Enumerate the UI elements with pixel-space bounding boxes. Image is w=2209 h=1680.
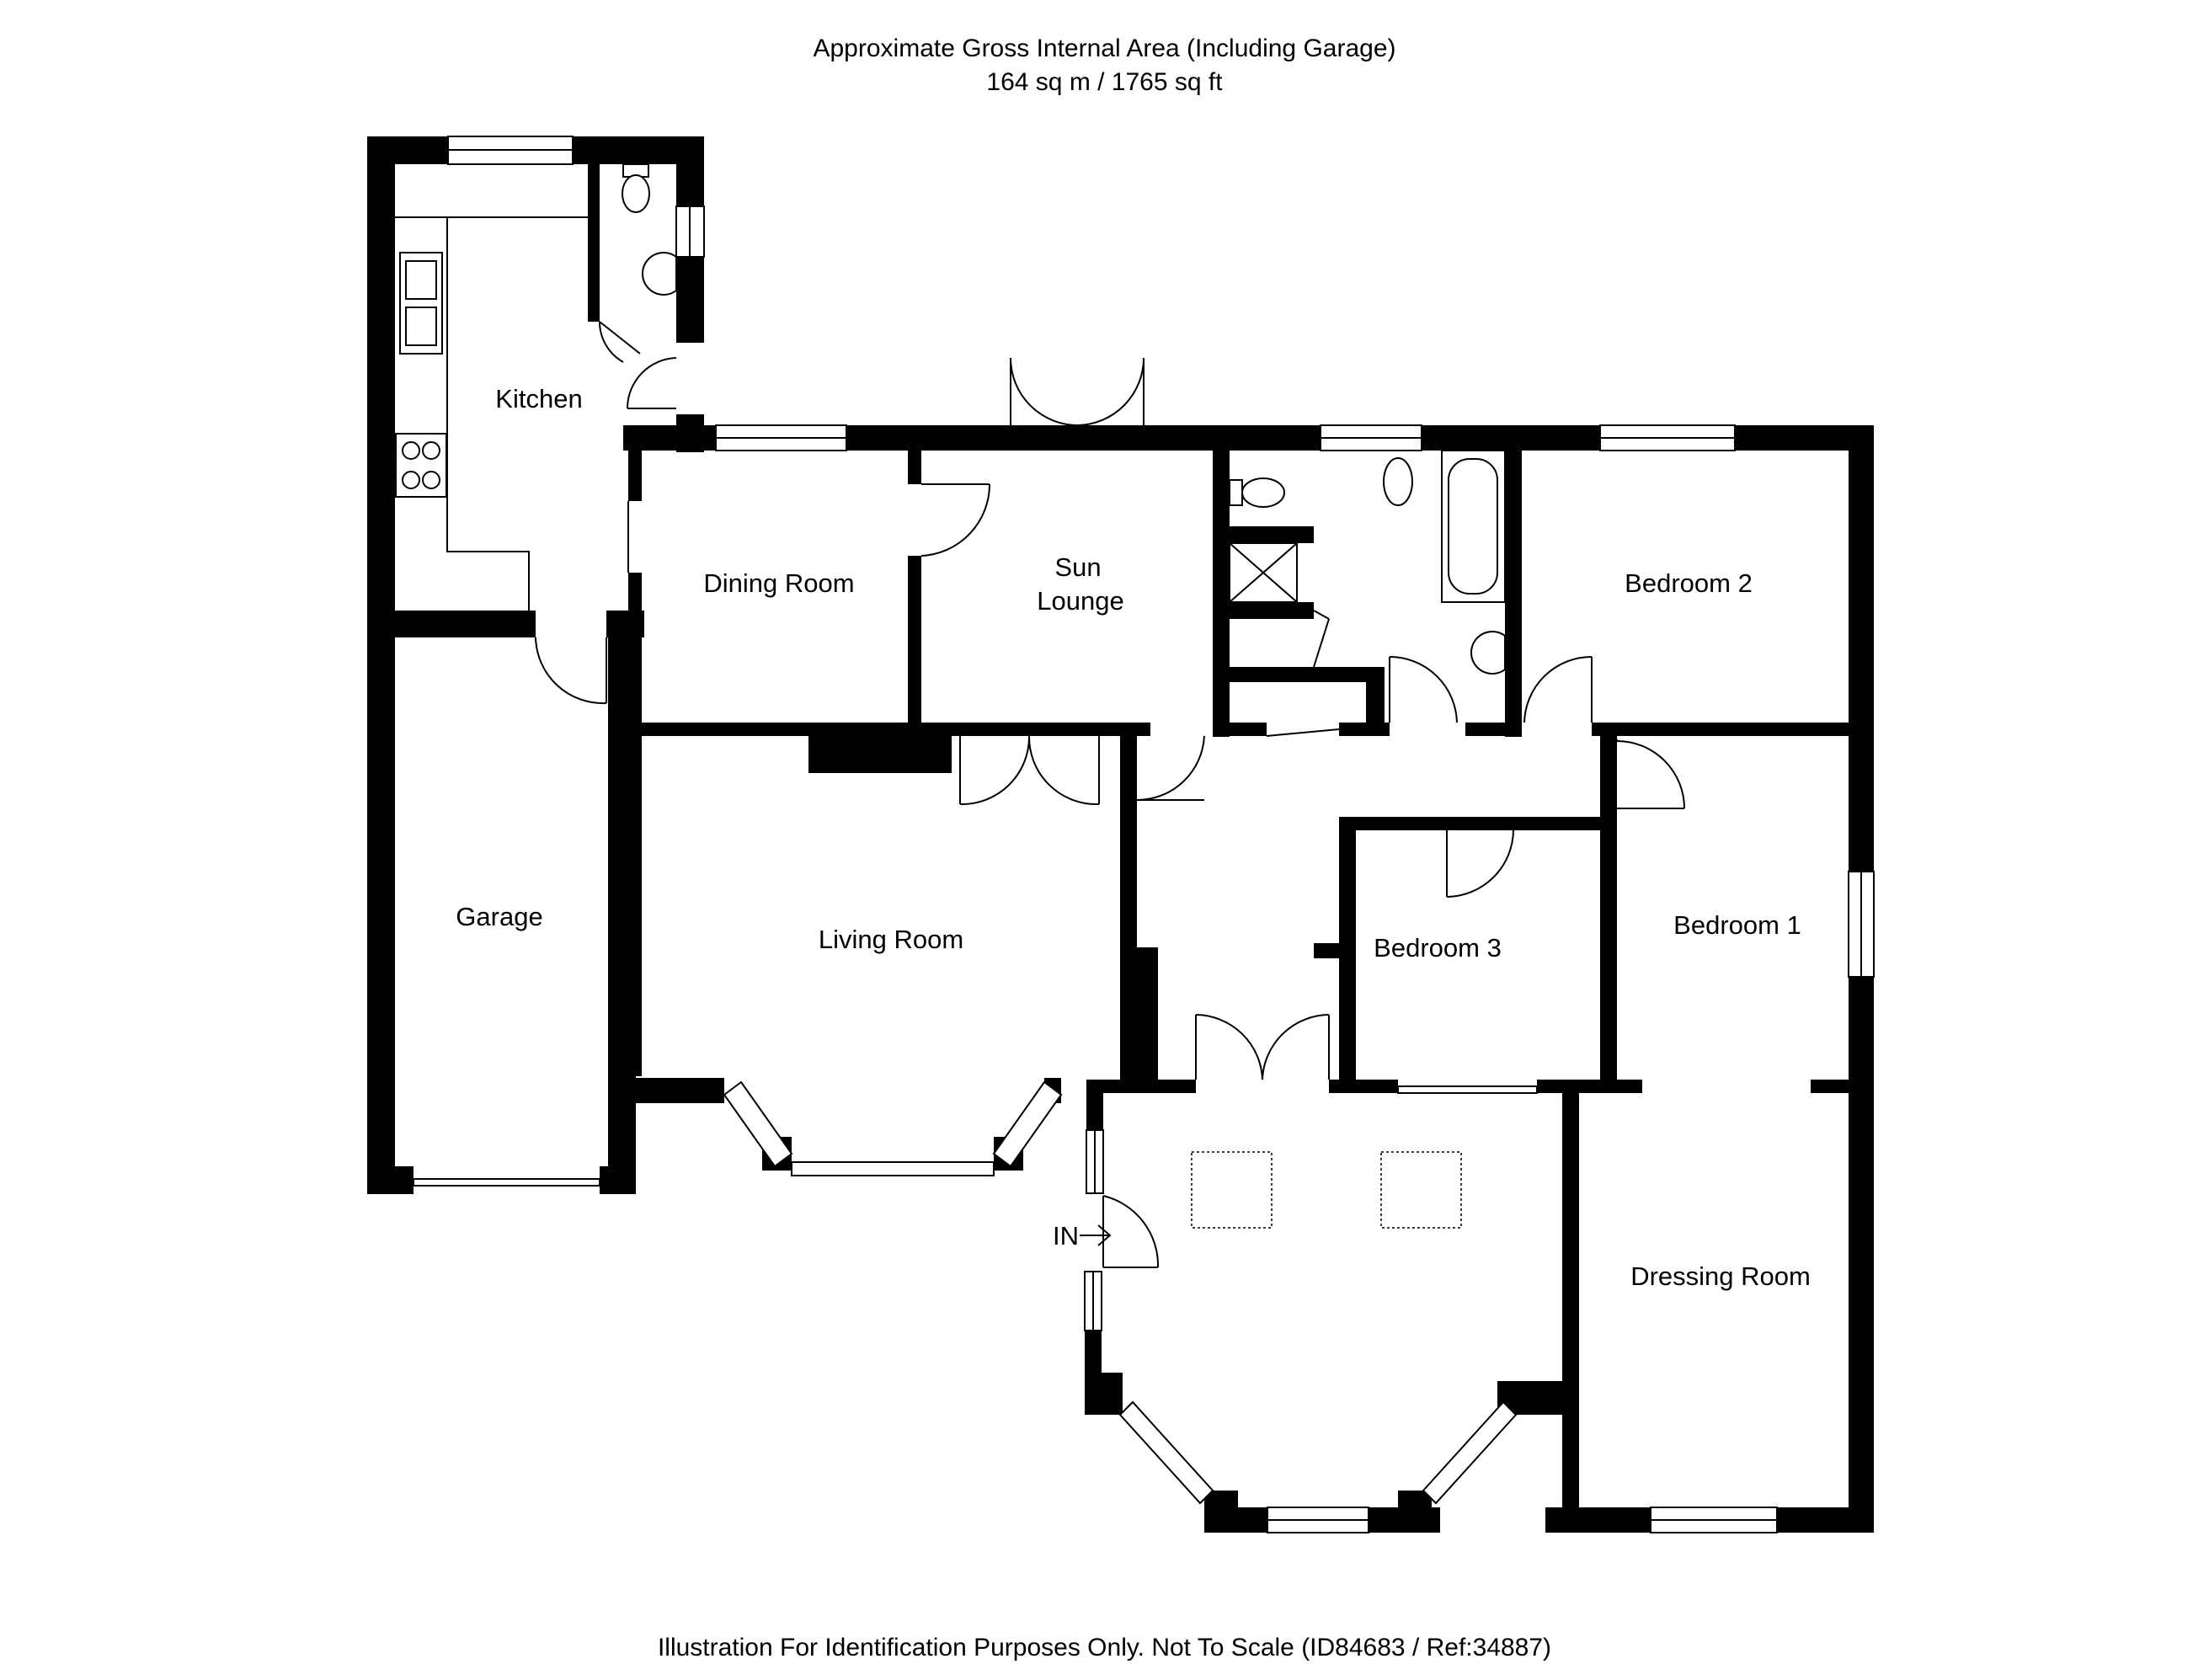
area-description: Approximate Gross Internal Area (Includi…	[813, 35, 1396, 62]
windows	[413, 136, 1875, 1533]
plan-header: Approximate Gross Internal Area (Includi…	[0, 32, 2209, 99]
wc-fixtures	[622, 163, 677, 296]
kitchen-units	[395, 216, 588, 611]
plan-disclaimer: Illustration For Identification Purposes…	[657, 1634, 1552, 1661]
entrance-marker: IN	[1053, 1221, 1112, 1251]
bedroom-3-label: Bedroom 3	[1374, 933, 1502, 963]
sun-lounge-label-line1: Sun	[1054, 552, 1101, 582]
living-room-label: Living Room	[819, 925, 963, 954]
dining-room-label: Dining Room	[703, 568, 854, 598]
kitchen-label: Kitchen	[495, 384, 582, 413]
arrow-right-icon	[1080, 1224, 1112, 1246]
bedroom-1-label: Bedroom 1	[1673, 910, 1801, 940]
entrance-label: IN	[1053, 1221, 1079, 1251]
dressing-room-label: Dressing Room	[1630, 1261, 1811, 1291]
doors	[535, 321, 1685, 1268]
walls	[367, 136, 1874, 1533]
bedroom-2-label: Bedroom 2	[1625, 568, 1753, 598]
skylights	[1191, 1151, 1462, 1229]
area-figures: 164 sq m / 1765 sq ft	[986, 68, 1223, 96]
sun-lounge-label-line2: Lounge	[1037, 586, 1123, 616]
bathroom-fixtures	[1229, 450, 1506, 675]
garage-label: Garage	[456, 902, 542, 931]
